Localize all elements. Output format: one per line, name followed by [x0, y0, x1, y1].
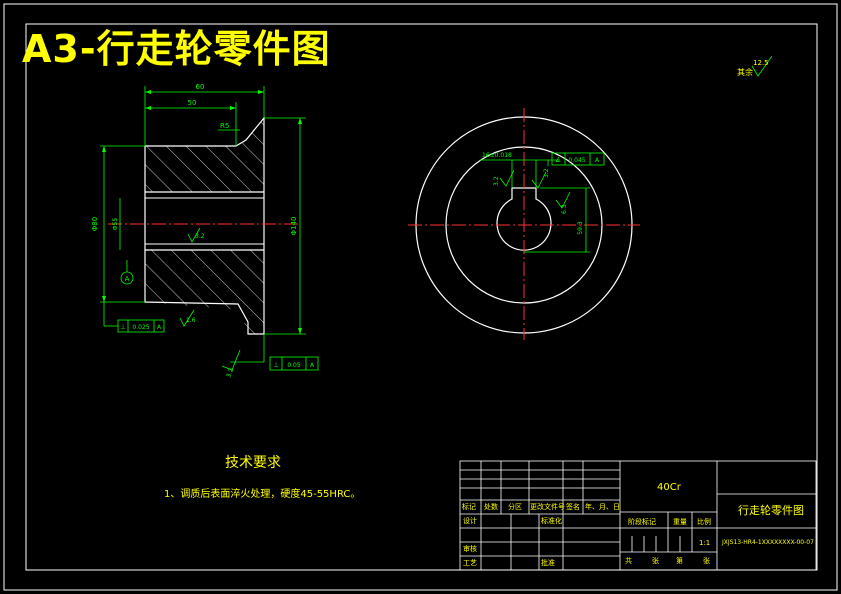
- datum-label: A: [125, 275, 130, 283]
- front-tol-symbol: ∠: [555, 156, 561, 164]
- front-view: 16±0.018 ∠ 0.045 A 3.2 3.2 6.3 59.3: [408, 108, 640, 340]
- part-outline: [144, 116, 265, 335]
- front-rough-c: 6.3: [561, 204, 568, 214]
- tb-scale: 1:1: [699, 539, 711, 547]
- tb-header-mark: 标记: [462, 503, 476, 511]
- rough-bottom: 3.2: [225, 367, 235, 379]
- tb-header-zone: 分区: [508, 503, 522, 511]
- tb-header-count: 处数: [484, 503, 498, 511]
- tech-requirements-title: 技术要求: [225, 455, 281, 471]
- tb-part-name: 行走轮零件图: [738, 504, 804, 517]
- tb-standard: 标准化: [541, 517, 562, 525]
- outer-border: [3, 3, 838, 591]
- rough-lower: 1.6: [186, 317, 196, 324]
- title-block: [459, 460, 817, 571]
- tol-left-datum: A: [157, 324, 162, 331]
- front-tol-value: 0.045: [568, 157, 585, 164]
- front-rough-b: 3.2: [543, 168, 550, 178]
- tol-bottom-symbol: ⊥: [273, 361, 279, 369]
- tb-header-sign: 签名: [566, 503, 580, 511]
- tb-design: 设计: [463, 517, 477, 525]
- tb-header-docno: 更改文件号: [530, 503, 565, 511]
- tech-requirements-note: 1、调质后表面淬火处理，硬度45-55HRC。: [164, 489, 361, 500]
- chamfer-label: R5: [220, 122, 229, 130]
- roughness-value: 12.5: [753, 59, 769, 67]
- tol-left-value: 0.025: [132, 324, 149, 331]
- keyway-dim: 16±0.018: [482, 152, 512, 159]
- roughness-symbol: [751, 55, 773, 77]
- tol-bottom-datum: A: [310, 362, 315, 369]
- tb-material: 40Cr: [657, 482, 681, 493]
- tb-ratio: 比例: [697, 518, 711, 526]
- front-depth-dim: 59.3: [577, 221, 584, 235]
- dim-top-outer: 60: [196, 83, 205, 91]
- front-rough-a: 3.2: [493, 176, 500, 186]
- rough-center: 3.2: [195, 233, 205, 240]
- tb-stage: 阶段标记: [628, 518, 656, 526]
- dim-top-inner: 50: [188, 99, 197, 107]
- page-title: A3-行走轮零件图: [22, 27, 331, 71]
- tb-sheets-unit1: 张: [652, 557, 659, 565]
- roughness-label: 其余: [737, 68, 753, 77]
- tol-left-symbol: ⊥: [120, 323, 126, 331]
- hatch-upper: [145, 118, 264, 192]
- dim-right: Φ140: [290, 217, 298, 236]
- tb-sheets-total: 共: [625, 557, 632, 565]
- bore-label: Φ55: [112, 218, 119, 231]
- tb-header-date: 年、月、日: [585, 503, 620, 511]
- inner-border: [25, 23, 818, 571]
- tb-process: 工艺: [463, 559, 477, 567]
- front-tol-datum: A: [595, 157, 600, 164]
- hatch-lower: [145, 250, 264, 334]
- tb-sheets-unit2: 张: [703, 557, 710, 565]
- tb-weight: 重量: [673, 518, 687, 526]
- bore-keyway: [496, 187, 552, 251]
- section-view: 60 50 R5 Φ80 Φ140 Φ55 3.2 1.6 3.2 A ⊥ 0.…: [91, 83, 319, 379]
- tol-bottom-value: 0.05: [287, 362, 301, 369]
- tb-drawing-no: JXJS13-HR4-1XXXXXXXX-00-07: [722, 539, 814, 546]
- dim-left: Φ80: [91, 217, 99, 231]
- tb-check: 审核: [463, 545, 477, 553]
- tb-sheets-no: 第: [676, 557, 683, 565]
- tb-approve: 批准: [541, 559, 555, 567]
